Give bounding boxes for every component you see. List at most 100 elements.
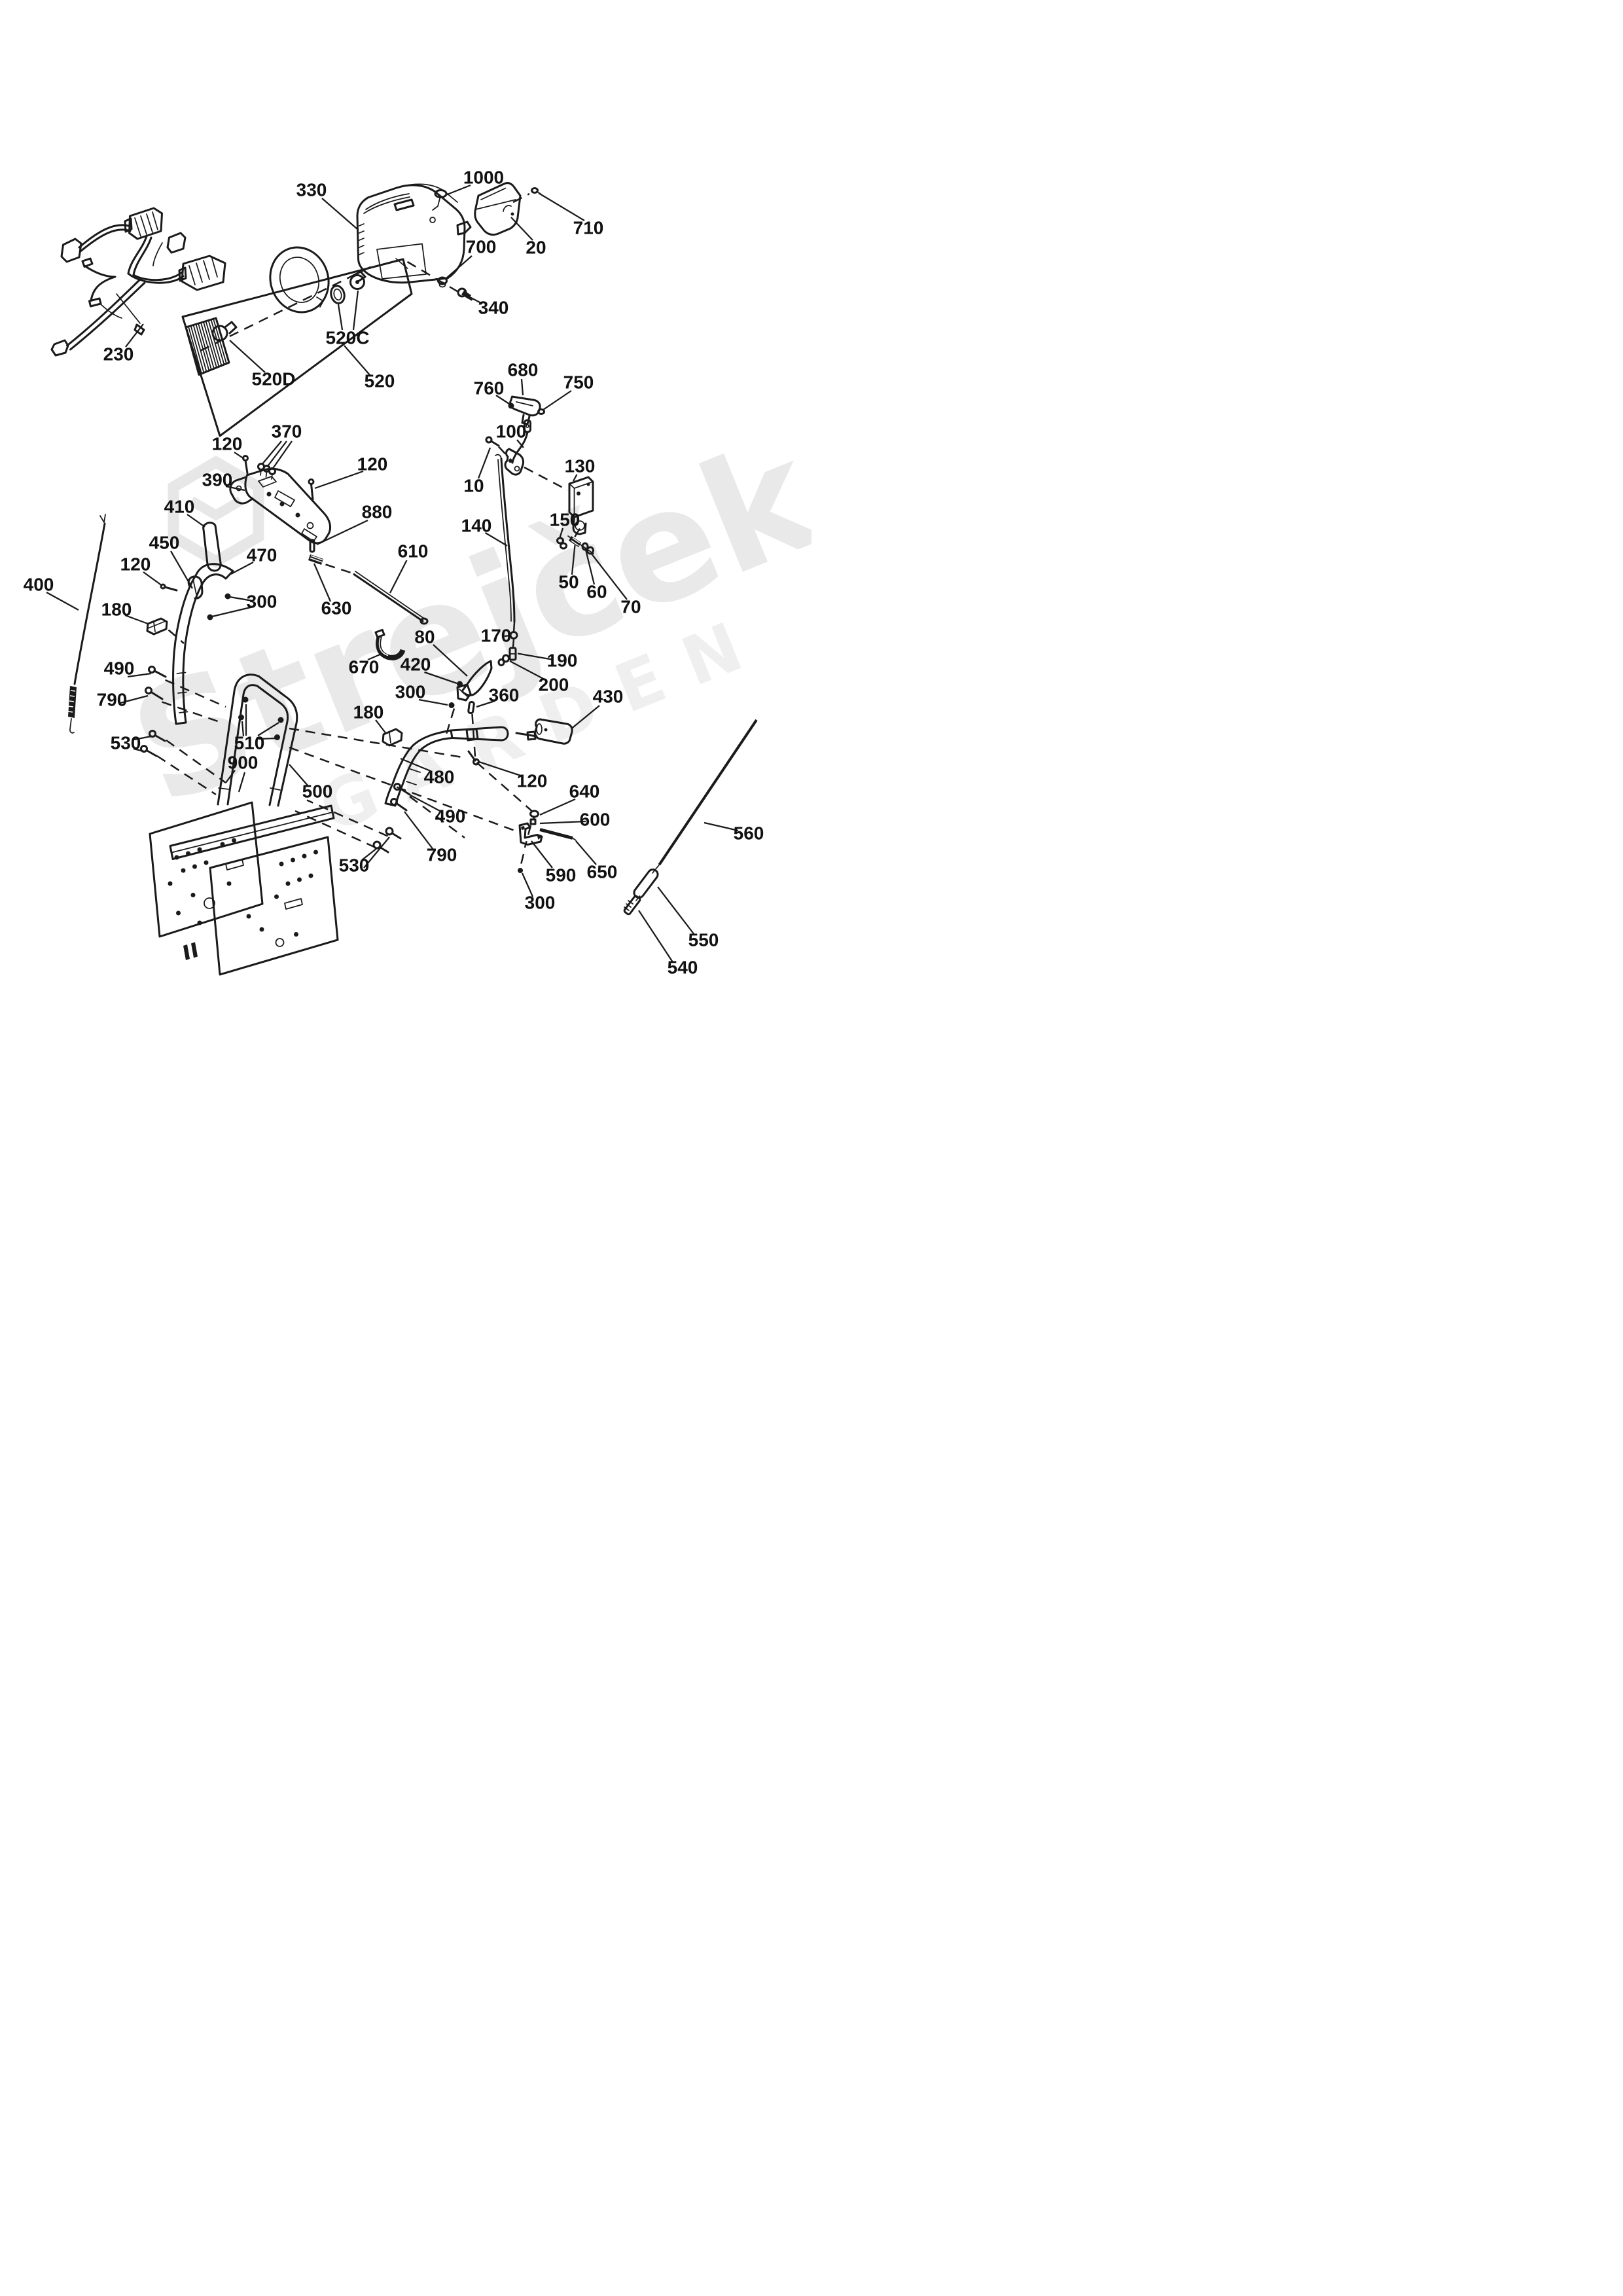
callout-label-120: 120 [357,454,388,474]
callout-leader-520D [229,340,266,373]
callout-leader-20 [510,217,533,241]
part-pivot-bracket-100 [504,448,525,476]
callout-label-170: 170 [481,625,512,645]
callout-leader-340 [468,296,483,304]
callout-leader-680 [520,378,524,396]
callout-label-640: 640 [569,781,600,801]
callout-label-520C: 520C [326,327,370,348]
part-bolt-420 [457,681,463,687]
callout-leader-520C [352,290,359,331]
callout-label-680: 680 [508,359,539,380]
callout-leader-190 [517,653,554,661]
callout-label-420: 420 [401,654,431,674]
callout-label-120: 120 [120,554,151,574]
part-washers-200 [497,654,510,666]
callout-label-100: 100 [496,421,527,441]
callout-leader-710 [538,192,585,221]
part-cable-400 [67,514,106,734]
part-screw-790-right [390,798,408,812]
callout-leader-70 [590,552,628,600]
part-cable-560 [623,719,758,916]
callout-leader-120 [143,571,163,586]
callout-leader-300 [521,872,534,897]
part-dash-panel-330 [356,183,472,284]
callout-leader-510 [241,721,245,737]
part-grip-430 [534,718,573,745]
callout-label-880: 880 [362,501,393,522]
callout-leader-520C [337,304,344,331]
callout-leader-410 [187,514,205,528]
callout-leader-370 [261,440,282,465]
callout-leader-510 [258,737,277,740]
watermark-hexagon-icon [168,456,264,568]
part-screw-760 [508,403,514,409]
callout-leader-540 [638,910,673,963]
part-screw-490-left [148,666,167,678]
callout-label-180: 180 [101,599,132,619]
part-rod-610 [353,571,429,625]
part-bracket-130 [568,476,594,535]
callout-leader-450 [170,550,193,589]
callout-leader-550 [657,886,695,935]
callout-label-520D: 520D [252,368,296,389]
callout-leader-360 [476,700,495,708]
callout-label-610: 610 [398,541,429,561]
callout-leader-330 [321,198,358,230]
callout-label-10: 10 [463,475,484,495]
part-pin-120-right [308,478,315,501]
part-pin-120-d [467,750,480,766]
part-clamp-180-right [382,728,403,747]
part-clip-600 [529,818,537,825]
part-spring-strap-670 [374,628,406,660]
callout-leader-300 [211,605,254,618]
part-ring-520C [330,285,346,304]
callout-label-550: 550 [688,929,719,950]
callout-leader-50 [571,545,576,575]
callout-leader-900 [225,770,236,783]
callout-leader-600 [539,820,586,825]
part-lens-520D [185,317,230,376]
part-screws-370 [257,463,276,480]
part-bolts-300-left [207,593,231,620]
part-cap-1000 [432,189,448,211]
callout-leader-60 [584,548,596,585]
part-cover-20 [474,182,522,236]
callout-leader-560 [704,821,739,832]
part-pin-120-c [160,583,178,592]
part-handle-loop-500 [217,673,298,807]
callout-leader-120 [478,761,523,778]
callout-label-300: 300 [525,892,556,912]
callout-leader-430 [571,705,600,729]
part-nut-700 [437,276,448,288]
callout-label-450: 450 [149,532,180,552]
callout-leader-390 [225,485,245,492]
part-socket-520C [349,270,366,290]
callout-leader-230 [125,323,144,348]
callout-leader-500 [289,764,309,787]
callout-label-590: 590 [546,865,577,885]
callout-label-340: 340 [478,297,509,317]
callout-label-710: 710 [573,217,604,238]
part-nut-170 [509,631,518,639]
callout-leader-120 [234,452,245,459]
callout-label-490: 490 [435,806,466,826]
callout-leader-530 [363,836,390,869]
part-pin-360 [467,700,475,715]
callout-leader-530 [134,735,152,741]
callout-label-130: 130 [565,456,596,476]
callout-leader-370 [266,440,287,468]
part-washer-640 [529,810,539,818]
watermark-hexagon-chevron [188,496,243,521]
part-headlight-bucket [269,246,330,314]
callout-leader-640 [539,798,576,816]
part-connector-540 [623,895,641,916]
part-bracket-590 [518,822,543,846]
callout-leader-180 [124,614,149,625]
part-spring-630 [308,554,323,565]
callout-label-470: 470 [247,545,277,565]
callout-label-790: 790 [427,844,457,865]
part-headlight-box-520 [181,258,413,437]
callout-label-540: 540 [668,957,698,977]
callout-leader-630 [313,563,332,602]
